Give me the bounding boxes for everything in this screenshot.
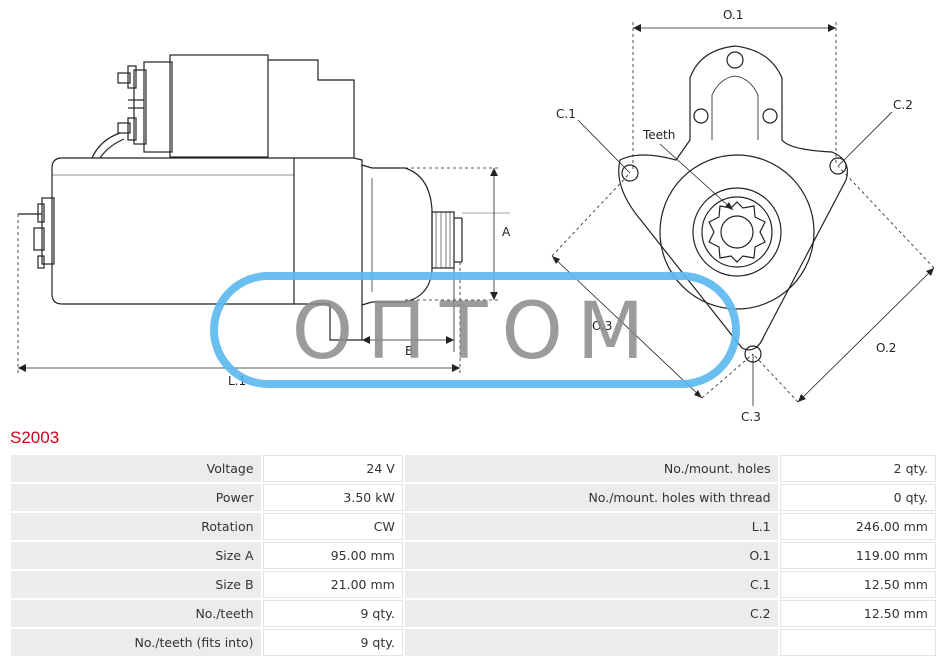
specs-table: Voltage 24 V No./mount. holes 2 qty. Pow… <box>9 453 938 658</box>
spec-value: 24 V <box>262 455 403 482</box>
table-row: Voltage 24 V No./mount. holes 2 qty. <box>11 455 936 482</box>
spec-label: No./teeth <box>11 600 261 627</box>
spec-value: 119.00 mm <box>779 542 936 569</box>
spec-label: Size B <box>11 571 261 598</box>
teeth-label: Teeth <box>642 128 675 142</box>
spec-label: L.1 <box>404 513 778 540</box>
table-row: Size B 21.00 mm C.1 12.50 mm <box>11 571 936 598</box>
spec-label: O.1 <box>404 542 778 569</box>
spec-label: No./teeth (fits into) <box>11 629 261 656</box>
dimension-label-a: A <box>502 225 511 239</box>
spec-value: 12.50 mm <box>779 571 936 598</box>
spec-label: Power <box>11 484 261 511</box>
spec-value: 9 qty. <box>262 600 403 627</box>
spec-value: 95.00 mm <box>262 542 403 569</box>
spec-value: 2 qty. <box>779 455 936 482</box>
spec-value: 0 qty. <box>779 484 936 511</box>
spec-label: Voltage <box>11 455 261 482</box>
spec-value: 21.00 mm <box>262 571 403 598</box>
spec-value: CW <box>262 513 403 540</box>
dimension-label-c1: C.1 <box>556 107 576 121</box>
spec-label: No./mount. holes with thread <box>404 484 778 511</box>
table-row: Rotation CW L.1 246.00 mm <box>11 513 936 540</box>
table-row: Size A 95.00 mm O.1 119.00 mm <box>11 542 936 569</box>
spec-label: No./mount. holes <box>404 455 778 482</box>
spec-value <box>779 629 936 656</box>
spec-value: 9 qty. <box>262 629 403 656</box>
dimension-label-o1: O.1 <box>723 8 743 22</box>
side-view-dimensions <box>17 167 510 374</box>
dimension-label-o3: O.3 <box>592 319 612 333</box>
spec-label: Rotation <box>11 513 261 540</box>
dimension-label-o2: O.2 <box>876 341 896 355</box>
dimension-label-b: B <box>405 344 413 358</box>
dimension-label-c3: C.3 <box>741 410 761 424</box>
spec-label: C.1 <box>404 571 778 598</box>
spec-value: 12.50 mm <box>779 600 936 627</box>
spec-label <box>404 629 778 656</box>
starter-front-view <box>618 45 848 363</box>
table-row: Power 3.50 kW No./mount. holes with thre… <box>11 484 936 511</box>
spec-value: 3.50 kW <box>262 484 403 511</box>
watermark-text: ОПТОМ <box>292 287 658 377</box>
dimension-label-c2: C.2 <box>893 98 913 112</box>
watermark: ОПТОМ <box>210 272 740 388</box>
starter-technical-drawing: A B L.1 <box>17 8 935 424</box>
table-row: No./teeth (fits into) 9 qty. <box>11 629 936 656</box>
spec-label: C.2 <box>404 600 778 627</box>
spec-value: 246.00 mm <box>779 513 936 540</box>
watermark-frame <box>210 272 740 388</box>
table-row: No./teeth 9 qty. C.2 12.50 mm <box>11 600 936 627</box>
spec-label: Size A <box>11 542 261 569</box>
product-code: S2003 <box>10 428 60 447</box>
